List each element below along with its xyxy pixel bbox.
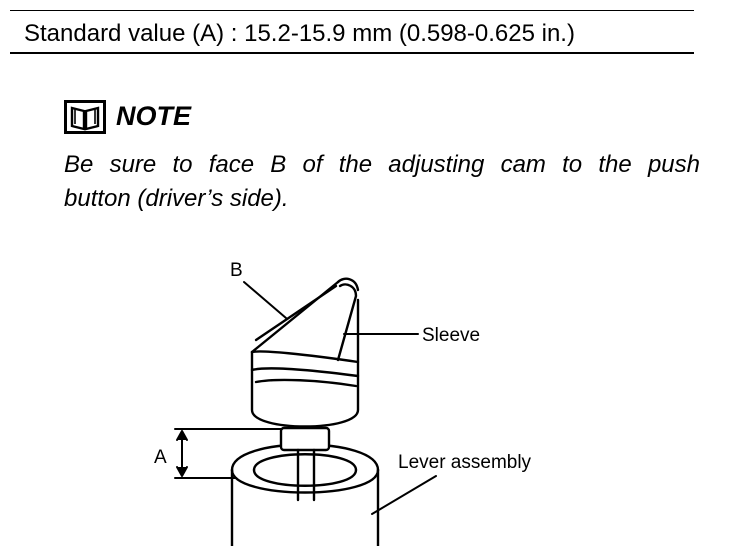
label-lever-assembly: Lever assembly: [398, 452, 532, 473]
note-line-2: button (driver’s side).: [64, 185, 289, 212]
lever-assembly-tube: [230, 443, 380, 546]
label-b: B: [230, 260, 243, 281]
cam-shaft: [279, 426, 331, 502]
note-body: Be sure to face B of the adjusting cam t…: [64, 148, 700, 216]
cam-face-b: [250, 277, 360, 362]
standard-value-text: Standard value (A) : 15.2-15.9 mm (0.598…: [24, 20, 575, 47]
book-icon: [64, 100, 106, 134]
label-a: A: [154, 447, 167, 468]
note-line-1: Be sure to face B of the adjusting cam t…: [64, 151, 700, 178]
sleeve-body: [250, 298, 360, 428]
dimension-a: [174, 428, 283, 479]
standard-value-box: Standard value (A) : 15.2-15.9 mm (0.598…: [10, 10, 694, 54]
leader-b: [243, 281, 287, 319]
label-sleeve: Sleeve: [422, 325, 480, 346]
leader-lever: [371, 475, 437, 515]
note-title: NOTE: [116, 101, 192, 131]
